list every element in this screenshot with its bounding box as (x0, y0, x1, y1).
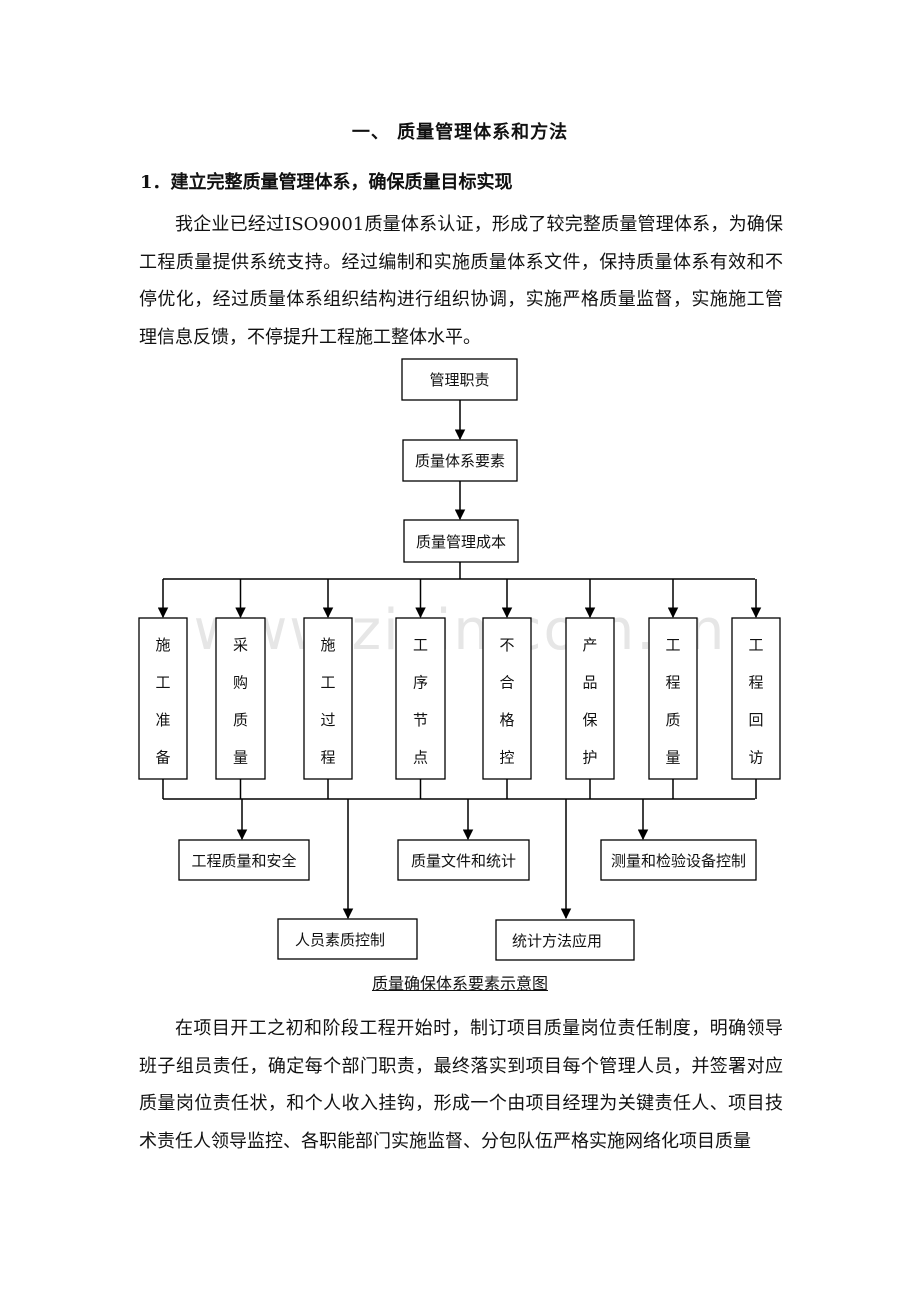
section-heading: 一、 质量管理体系和方法 (351, 122, 569, 143)
box-engineering-quality-safety: 工程质量和安全 (178, 839, 310, 881)
element-label: 施工过程 (320, 636, 335, 767)
element-box: 采购质量 (215, 617, 266, 780)
box-label: 工程质量和安全 (191, 852, 296, 870)
element-label: 不合格控 (499, 636, 514, 767)
box-label: 质量管理成本 (416, 533, 506, 551)
element-label: 工序节点 (413, 636, 428, 767)
responsibility-paragraph: 在项目开工之初和阶段工程开始时，制订项目质量岗位责任制度，明确领导班子组员责任，… (139, 1018, 783, 1152)
diagram-caption: 质量确保体系要素示意图 (371, 974, 548, 993)
element-box: 施工准备 (138, 617, 188, 780)
element-box: 施工过程 (303, 617, 353, 780)
box-quality-documents: 质量文件和统计 (397, 839, 530, 881)
box-label: 质量体系要素 (415, 452, 505, 470)
element-label: 工程质量 (665, 636, 680, 767)
box-statistical-methods: 统计方法应用 (495, 919, 635, 961)
element-box: 工程回访 (731, 617, 781, 780)
box-personnel-quality: 人员素质控制 (277, 918, 418, 960)
box-management-duty: 管理职责 (401, 358, 518, 401)
box-label: 测量和检验设备控制 (611, 852, 746, 870)
box-system-elements: 质量体系要素 (402, 439, 518, 482)
element-box: 工序节点 (395, 617, 446, 780)
box-label: 质量文件和统计 (411, 852, 516, 870)
element-label: 产品保护 (582, 636, 597, 767)
box-label: 统计方法应用 (512, 932, 602, 950)
element-box: 工程质量 (648, 617, 698, 780)
element-label: 施工准备 (155, 636, 170, 767)
intro-paragraph: 我企业已经过ISO9001质量体系认证，形成了较完整质量管理体系，为确保工程质量… (139, 214, 783, 348)
watermark-text: www.zixin.com.cn (193, 598, 727, 663)
element-box: 产品保护 (565, 617, 615, 780)
element-box: 不合格控 (482, 617, 532, 780)
box-measurement-equipment: 测量和检验设备控制 (600, 839, 757, 881)
quality-system-diagram: 管理职责 质量体系要素 质量管理成本 施工准备 采购质量 施工过程 工序节点 不合格控 产… (138, 358, 781, 961)
box-quality-cost: 质量管理成本 (403, 519, 519, 563)
element-label: 采购质量 (233, 636, 248, 767)
box-label: 管理职责 (429, 371, 489, 389)
element-label: 工程回访 (748, 636, 763, 767)
box-label: 人员素质控制 (295, 931, 385, 949)
subsection-heading: 1．建立完整质量管理体系，确保质量目标实现 (140, 172, 513, 193)
